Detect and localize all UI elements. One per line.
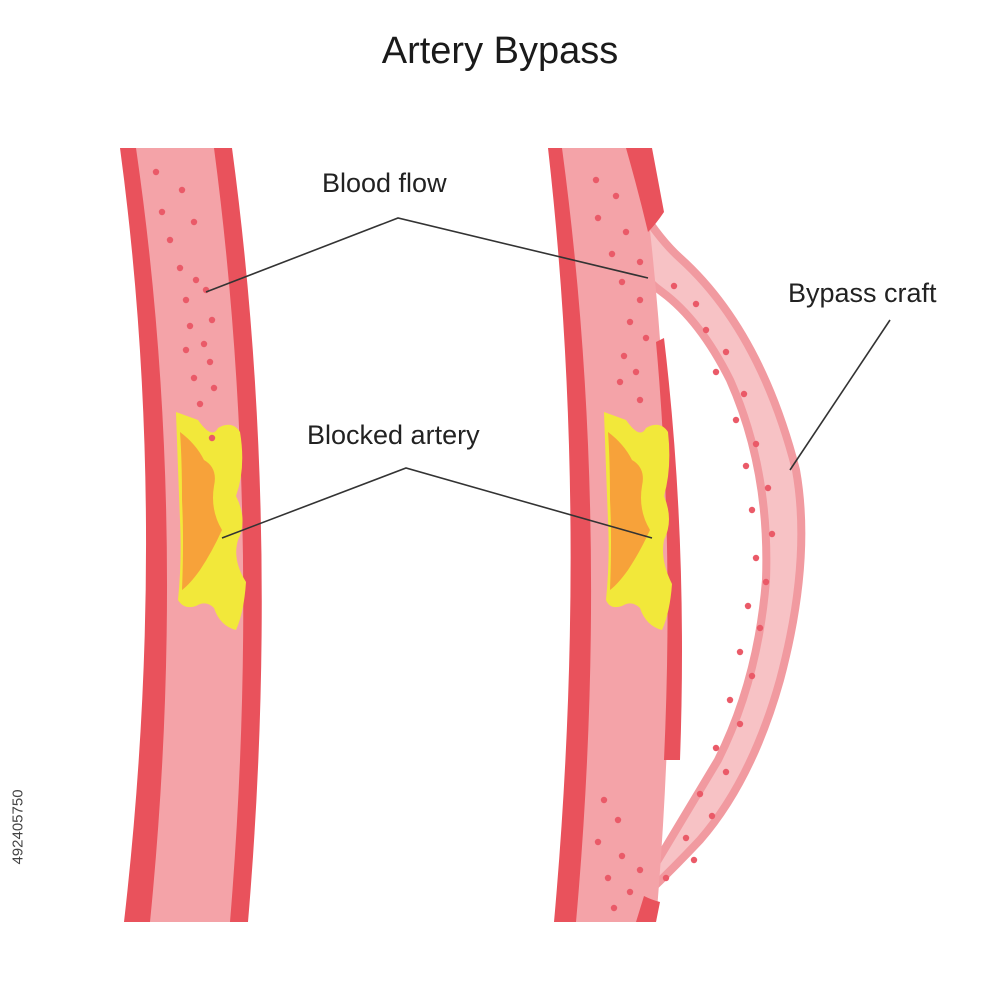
blood-cell xyxy=(196,400,204,408)
blood-cell xyxy=(692,300,700,308)
blood-cell xyxy=(748,506,756,514)
blood-cell xyxy=(744,602,752,610)
blood-cell xyxy=(748,672,756,680)
blood-cell xyxy=(726,696,734,704)
blood-cell xyxy=(210,384,218,392)
stock-id-text: 492405750 xyxy=(9,789,27,865)
right-plaque-inner xyxy=(608,432,650,590)
blood-cell xyxy=(626,318,634,326)
diagram-title: Artery Bypass xyxy=(381,30,619,72)
blood-cell xyxy=(712,368,720,376)
blood-cell xyxy=(722,348,730,356)
blood-cell xyxy=(176,264,184,272)
blood-cell xyxy=(612,192,620,200)
blood-cell xyxy=(762,578,770,586)
left-plaque-inner xyxy=(180,432,222,590)
blood-cell xyxy=(642,334,650,342)
blood-cell xyxy=(208,434,216,442)
right-artery-wall-middle xyxy=(656,338,682,760)
blood-cell xyxy=(594,214,602,222)
blood-cell xyxy=(636,396,644,404)
blood-cell xyxy=(166,236,174,244)
blood-cell xyxy=(732,416,740,424)
bypass-craft-label: Bypass craft xyxy=(788,278,937,308)
blood-cell xyxy=(764,484,772,492)
blood-cell xyxy=(182,346,190,354)
right-blood-cells xyxy=(592,176,650,912)
blood-cell xyxy=(722,768,730,776)
blood-cell xyxy=(190,218,198,226)
blood-cell xyxy=(632,368,640,376)
blood-cell xyxy=(636,258,644,266)
blood-cell xyxy=(682,834,690,842)
blood-cell xyxy=(182,296,190,304)
blood-cell xyxy=(604,874,612,882)
blood-cell xyxy=(152,168,160,176)
blood-cell xyxy=(742,462,750,470)
blocked-artery-label: Blocked artery xyxy=(307,420,480,450)
blood-cell xyxy=(600,796,608,804)
blood-cell xyxy=(636,866,644,874)
right-artery-wall-upper xyxy=(626,148,664,232)
blood-cell xyxy=(616,378,624,386)
blood-cell xyxy=(670,282,678,290)
blood-cell xyxy=(636,296,644,304)
blood-cell xyxy=(690,856,698,864)
blood-cell xyxy=(696,790,704,798)
blood-flow-leader xyxy=(205,217,649,293)
blood-cell xyxy=(708,812,716,820)
blood-cell xyxy=(158,208,166,216)
blood-cell xyxy=(206,358,214,366)
blood-cell xyxy=(752,554,760,562)
left-blood-cells xyxy=(152,168,218,442)
blood-cell xyxy=(626,888,634,896)
blood-cell xyxy=(740,390,748,398)
blood-cell xyxy=(614,816,622,824)
blood-cell xyxy=(200,340,208,348)
bypass-craft-leader xyxy=(789,319,891,471)
blood-cell xyxy=(662,874,670,882)
blood-cell xyxy=(702,326,710,334)
stock-id-watermark: 492405750 xyxy=(6,742,30,912)
blood-cell xyxy=(712,744,720,752)
left-blocked-artery xyxy=(120,148,262,922)
blood-cell xyxy=(192,276,200,284)
blood-cell xyxy=(620,352,628,360)
blood-cell xyxy=(190,374,198,382)
blood-cell xyxy=(752,440,760,448)
blood-cell xyxy=(618,278,626,286)
blood-cell xyxy=(208,316,216,324)
blood-cell xyxy=(186,322,194,330)
blood-cell xyxy=(594,838,602,846)
blood-cell xyxy=(608,250,616,258)
blocked-artery-leader xyxy=(221,467,653,539)
blood-cell xyxy=(768,530,776,538)
leader-lines xyxy=(205,217,891,539)
blood-cell xyxy=(202,286,210,294)
blood-cell xyxy=(618,852,626,860)
graft-blood-cells xyxy=(662,282,776,882)
blood-cell xyxy=(592,176,600,184)
blood-cell xyxy=(736,720,744,728)
blood-cell xyxy=(622,228,630,236)
right-bypassed-artery xyxy=(548,148,806,922)
blood-cell xyxy=(178,186,186,194)
right-artery-wall-lower xyxy=(636,896,660,922)
blood-cell xyxy=(610,904,618,912)
blood-cell xyxy=(736,648,744,656)
blood-cell xyxy=(756,624,764,632)
blood-flow-label: Blood flow xyxy=(322,168,447,198)
